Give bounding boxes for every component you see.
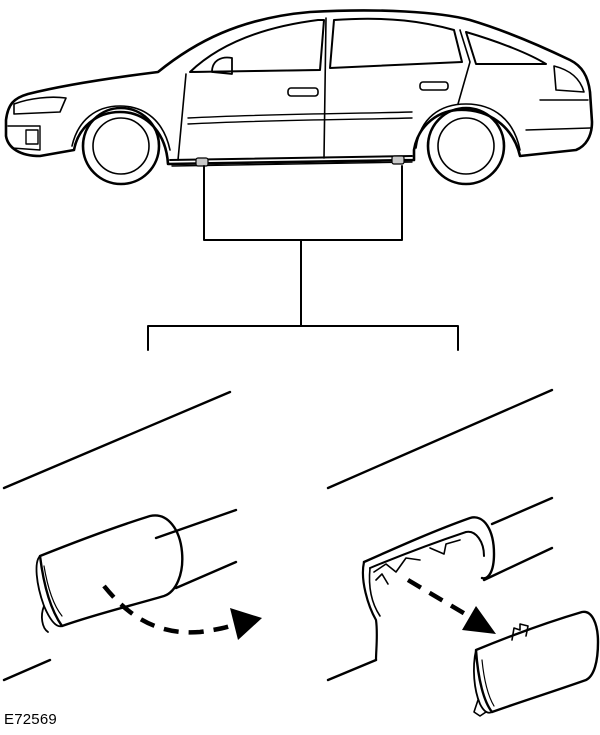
curved-arrow-head (230, 608, 262, 640)
jacking-point-bracket (147, 165, 459, 351)
rear-jacking-point (391, 155, 405, 165)
cover-removed-detail (326, 388, 600, 717)
rear-wheel (426, 106, 506, 186)
straight-arrow (406, 578, 474, 620)
front-wheel (81, 106, 161, 186)
straight-arrow-head (462, 606, 496, 634)
figure-reference-code: E72569 (4, 711, 57, 728)
cover-closed-detail (2, 390, 262, 682)
front-jacking-point (195, 157, 209, 167)
car-side-view (4, 9, 594, 186)
curved-arrow (102, 584, 237, 635)
